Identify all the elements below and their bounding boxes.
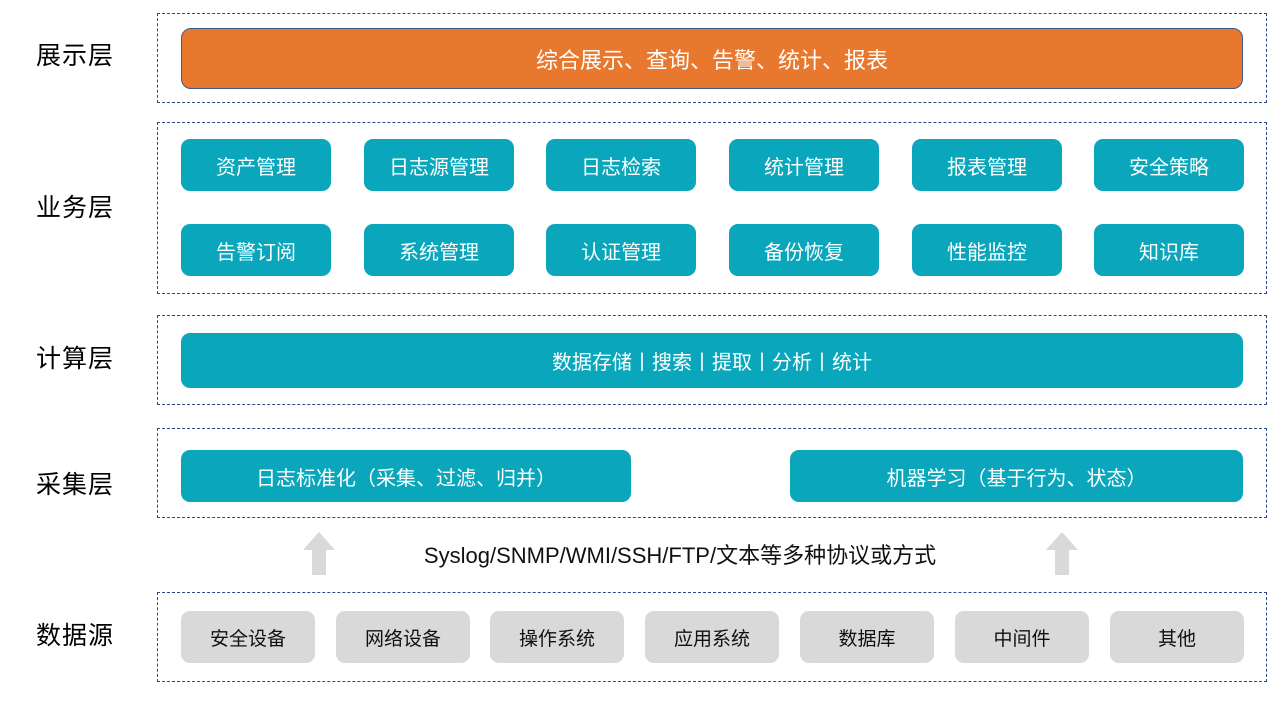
collection-layer-container <box>157 428 1267 518</box>
datasource-node-security-device[interactable]: 安全设备 <box>181 611 315 663</box>
transport-protocol-label: Syslog/SNMP/WMI/SSH/FTP/文本等多种协议或方式 <box>423 543 937 568</box>
compute-capabilities-box[interactable]: 数据存储丨搜索丨提取丨分析丨统计 <box>181 333 1243 388</box>
datasource-node-middleware[interactable]: 中间件 <box>955 611 1089 663</box>
business-node-statistics-management[interactable]: 统计管理 <box>729 139 879 191</box>
presentation-layer-container <box>157 13 1267 103</box>
datasource-layer-container <box>157 592 1267 682</box>
layer-label-compute: 计算层 <box>35 345 114 373</box>
collection-node-machine-learning[interactable]: 机器学习（基于行为、状态） <box>790 450 1243 502</box>
presentation-summary-box[interactable]: 综合展示、查询、告警、统计、报表 <box>181 28 1243 89</box>
layer-label-datasource: 数据源 <box>35 622 114 650</box>
business-node-log-source-management[interactable]: 日志源管理 <box>364 139 514 191</box>
datasource-node-application-system[interactable]: 应用系统 <box>645 611 779 663</box>
business-node-log-search[interactable]: 日志检索 <box>546 139 696 191</box>
layer-label-presentation: 展示层 <box>35 42 114 70</box>
business-node-auth-management[interactable]: 认证管理 <box>546 224 696 276</box>
datasource-node-network-device[interactable]: 网络设备 <box>336 611 470 663</box>
business-layer-container <box>157 122 1267 294</box>
datasource-node-other[interactable]: 其他 <box>1110 611 1244 663</box>
up-arrow-icon-right <box>1045 530 1079 576</box>
layer-label-collection: 采集层 <box>35 471 114 499</box>
business-node-knowledge-base[interactable]: 知识库 <box>1094 224 1244 276</box>
business-node-security-policy[interactable]: 安全策略 <box>1094 139 1244 191</box>
business-node-performance-monitor[interactable]: 性能监控 <box>912 224 1062 276</box>
up-arrow-icon-left <box>302 530 336 576</box>
business-node-system-management[interactable]: 系统管理 <box>364 224 514 276</box>
business-node-report-management[interactable]: 报表管理 <box>912 139 1062 191</box>
business-node-asset-management[interactable]: 资产管理 <box>181 139 331 191</box>
business-node-backup-restore[interactable]: 备份恢复 <box>729 224 879 276</box>
layer-label-business: 业务层 <box>35 194 114 222</box>
datasource-node-database[interactable]: 数据库 <box>800 611 934 663</box>
collection-node-log-normalization[interactable]: 日志标准化（采集、过滤、归并） <box>181 450 631 502</box>
compute-layer-container <box>157 315 1267 405</box>
business-node-alarm-subscription[interactable]: 告警订阅 <box>181 224 331 276</box>
datasource-node-operating-system[interactable]: 操作系统 <box>490 611 624 663</box>
